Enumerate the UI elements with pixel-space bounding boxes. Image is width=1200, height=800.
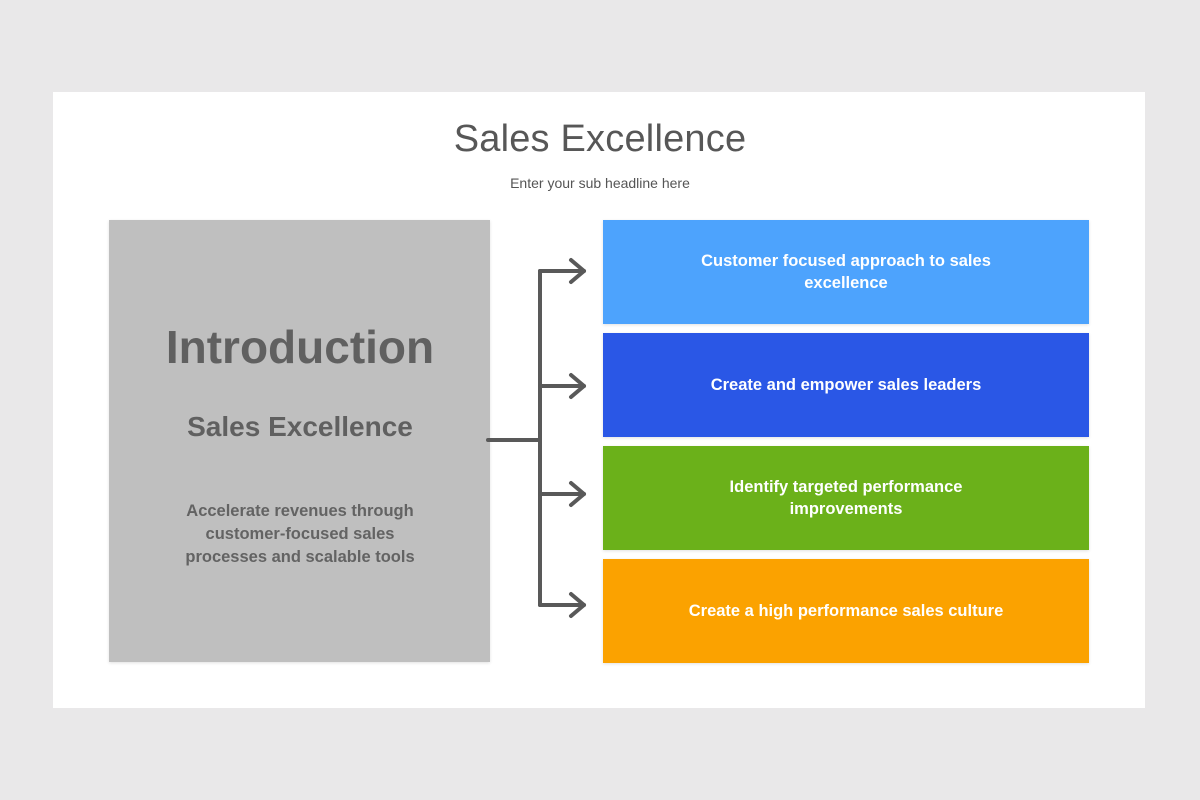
page-title: Sales Excellence	[453, 118, 747, 160]
intro-heading: Introduction	[165, 321, 435, 373]
branch-arrows-icon	[486, 258, 586, 618]
item-card-label: Customer focused approach to sales excel…	[701, 252, 991, 292]
arrowhead-icon-2	[569, 373, 586, 399]
item-card-4: Create a high performance sales culture	[603, 559, 1089, 663]
item-card-label: Identify targeted performance improvemen…	[729, 478, 963, 518]
item-card-label: Create and empower sales leaders	[710, 376, 982, 394]
item-card-2: Create and empower sales leaders	[603, 333, 1089, 437]
arrowhead-icon-3	[569, 481, 586, 507]
item-card-1: Customer focused approach to sales excel…	[603, 220, 1089, 324]
item-card-3: Identify targeted performance improvemen…	[603, 446, 1089, 550]
item-card-label: Create a high performance sales culture	[688, 602, 1004, 620]
intro-subheading: Sales Excellence	[187, 411, 413, 442]
intro-box	[109, 220, 490, 662]
page-subtitle: Enter your sub headline here	[510, 175, 690, 191]
intro-body: Accelerate revenues through customer-foc…	[185, 502, 415, 566]
arrowhead-icon-1	[569, 258, 586, 284]
arrowhead-icon-4	[569, 592, 586, 618]
